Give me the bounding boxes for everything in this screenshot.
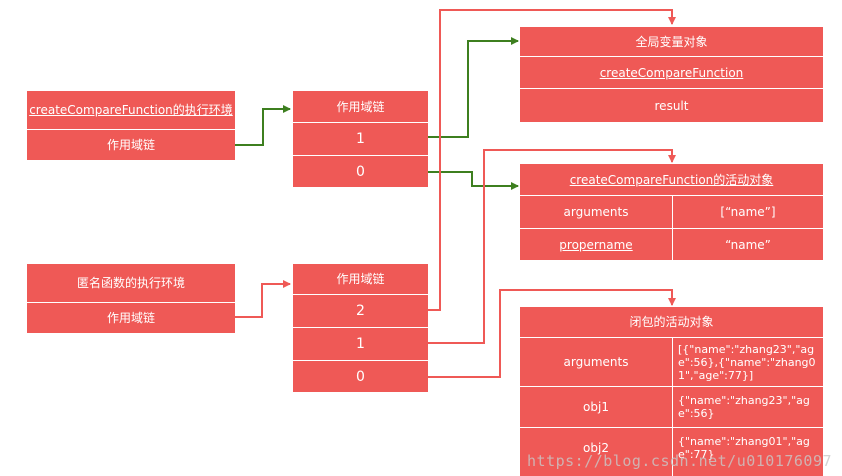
scope2-item-0: 0 xyxy=(356,368,365,385)
scope1-title: 作用域链 xyxy=(336,99,385,114)
env2-scope-chain-row: 作用域链 xyxy=(106,311,155,325)
compare-activation-box: createCompareFunction的活动对象 arguments [“n… xyxy=(520,164,823,260)
arrow-env2-to-scope2 xyxy=(235,280,291,318)
scope1-item-1: 1 xyxy=(356,131,365,147)
closure-activation-title: 闭包的活动对象 xyxy=(629,315,714,329)
scope2-box: 作用域链 2 1 0 xyxy=(293,264,428,392)
arrow-scope1-1-to-global xyxy=(414,37,519,138)
global-object-box: 全局变量对象 createCompareFunction result xyxy=(520,27,823,122)
arrow-scope2-0-to-closure-active xyxy=(428,289,676,378)
arrow-scope2-1-to-cmp-active xyxy=(428,149,676,344)
compare-row-propername-value: “name” xyxy=(725,237,771,252)
closure-activation-box: 闭包的活动对象 arguments [{"name":"zhang23","ag… xyxy=(520,307,823,476)
global-row-result: result xyxy=(654,98,689,113)
watermark: https://blog.csdn.net/u010176097 xyxy=(527,452,832,470)
env2-box: 匿名函数的执行环境 作用域链 xyxy=(27,264,235,333)
global-object-title: 全局变量对象 xyxy=(635,34,708,49)
arrow-scope1-0-to-cmp-active xyxy=(428,171,519,190)
compare-row-arguments-value: [“name”] xyxy=(720,205,776,219)
scope1-box: 作用域链 1 0 xyxy=(293,91,428,187)
arrow-scope2-2-to-global xyxy=(428,9,676,311)
closure-row-arguments-key: arguments xyxy=(563,355,629,369)
arrow-env1-to-scope1 xyxy=(235,105,291,146)
closure-row-obj2-value: {"name":"zhang01","age":77} xyxy=(678,435,810,461)
closure-row-obj1-value: {"name":"zhang23","age":56} xyxy=(678,394,810,420)
env1-scope-chain-row: 作用域链 xyxy=(106,138,155,152)
scope2-item-1: 1 xyxy=(356,336,365,352)
scope2-item-2: 2 xyxy=(356,303,365,319)
env2-title: 匿名函数的执行环境 xyxy=(76,276,185,290)
compare-row-propername-key: propername xyxy=(559,237,633,252)
compare-activation-title: createCompareFunction的活动对象 xyxy=(569,172,774,187)
closure-row-arguments-value: [{"name":"zhang23","age":56},{"name":"zh… xyxy=(678,342,816,382)
scope2-title: 作用域链 xyxy=(336,272,385,286)
compare-row-arguments-key: arguments xyxy=(563,205,629,219)
closure-row-obj2-key: obj2 xyxy=(583,441,609,455)
global-row-create-compare: createCompareFunction xyxy=(599,65,744,80)
env1-box: createCompareFunction的执行环境 作用域链 xyxy=(27,91,235,160)
scope1-item-0: 0 xyxy=(356,163,365,180)
closure-row-obj1-key: obj1 xyxy=(583,400,609,414)
env1-title: createCompareFunction的执行环境 xyxy=(29,103,233,117)
